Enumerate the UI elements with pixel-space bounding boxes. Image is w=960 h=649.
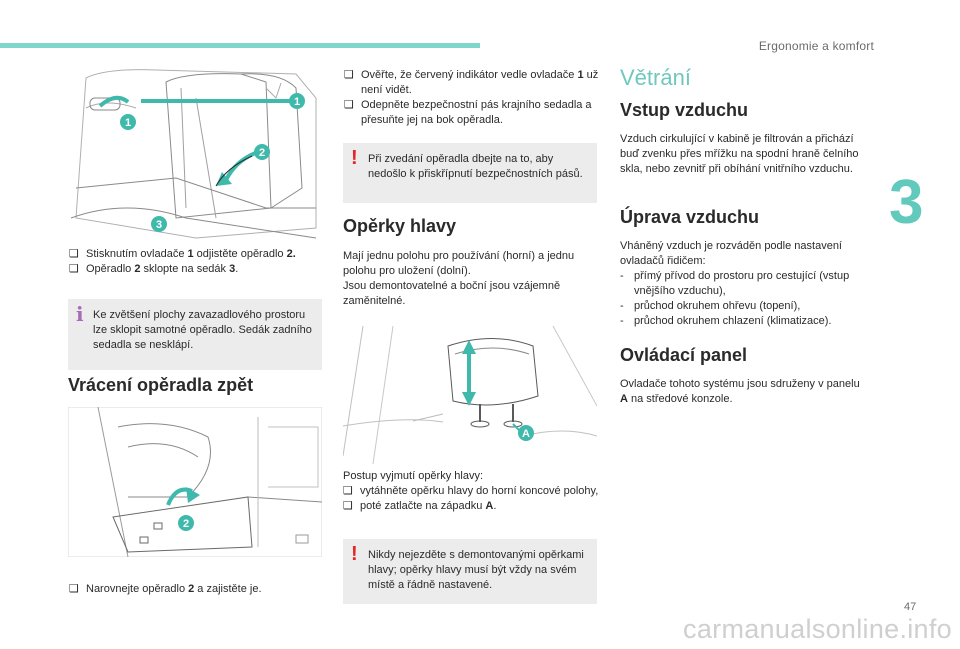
heading-headrests: Opěrky hlavy bbox=[343, 216, 457, 236]
headrest-procedure: Postup vyjmutí opěrky hlavy: ❑ vytáhněte… bbox=[343, 470, 599, 512]
heading-air-intake: Vstup vzduchu bbox=[620, 100, 749, 120]
svg-text:1: 1 bbox=[125, 117, 131, 129]
step-item: ❑ vytáhněte opěrku hlavy do horní koncov… bbox=[343, 485, 599, 497]
figure-rear-seat-fold: 1 1 2 3 bbox=[66, 68, 322, 240]
step-item: ❑ Ověřte, že červený indikátor vedle ovl… bbox=[344, 69, 599, 96]
header-accent-bar bbox=[0, 43, 480, 48]
svg-text:2: 2 bbox=[183, 518, 189, 530]
steps-verify: ❑ Ověřte, že červený indikátor vedle ovl… bbox=[344, 68, 600, 128]
figure-headrest: A bbox=[343, 326, 597, 464]
figure-seat-return: 2 bbox=[68, 407, 322, 557]
steps-unlock: ❑ Stisknutím ovladače 1 odjistěte opěrad… bbox=[69, 247, 325, 277]
step-item: ❑ Odepněte bezpečnostní pás krajního sed… bbox=[344, 99, 592, 126]
svg-text:1: 1 bbox=[294, 96, 300, 108]
info-note: i Ke zvětšení plochy zavazadlového prost… bbox=[68, 299, 322, 370]
checkbox-icon: ❑ bbox=[69, 263, 79, 275]
callout-2: 2 bbox=[178, 515, 194, 531]
checkbox-icon: ❑ bbox=[343, 485, 353, 497]
callout-3: 3 bbox=[151, 216, 167, 232]
page-number: 47 bbox=[904, 601, 917, 613]
air-treatment-text: Vháněný vzduch je rozváděn podle nastave… bbox=[620, 239, 880, 329]
callout-1a: 1 bbox=[289, 93, 305, 109]
list-item: -průchod okruhem chlazení (klimatizace). bbox=[620, 315, 832, 327]
chapter-number: 3 bbox=[889, 168, 924, 237]
step-item: ❑ Stisknutím ovladače 1 odjistěte opěrad… bbox=[69, 248, 296, 260]
warning-note-belts: ! Při zvedání opěradla dbejte na to, aby… bbox=[343, 143, 597, 203]
step-item: ❑ Opěradlo 2 sklopte na sedák 3. bbox=[69, 263, 239, 275]
checkbox-icon: ❑ bbox=[69, 248, 79, 260]
checkbox-icon: ❑ bbox=[344, 69, 354, 81]
air-intake-text: Vzduch cirkulující v kabině je filtrován… bbox=[620, 133, 859, 175]
callout-1b: 1 bbox=[120, 114, 136, 130]
heading-control-panel: Ovládací panel bbox=[620, 345, 748, 365]
warning-icon: ! bbox=[351, 543, 358, 565]
step-item: ❑ Narovnejte opěradlo 2 a zajistěte je. bbox=[69, 583, 262, 595]
svg-text:2: 2 bbox=[259, 147, 265, 159]
svg-text:A: A bbox=[522, 428, 530, 440]
warning-icon: ! bbox=[351, 147, 358, 169]
section-ventilation: Větrání bbox=[620, 65, 691, 90]
control-panel-text: Ovladače tohoto systému jsou sdruženy v … bbox=[620, 378, 860, 405]
watermark: carmanualsonline.info bbox=[683, 614, 952, 644]
section-title: Ergonomie a komfort bbox=[758, 39, 874, 53]
checkbox-icon: ❑ bbox=[69, 583, 79, 595]
step-return: ❑ Narovnejte opěradlo 2 a zajistěte je. bbox=[69, 582, 325, 597]
info-icon: i bbox=[76, 302, 84, 326]
svg-text:3: 3 bbox=[156, 219, 162, 231]
step-item: ❑ poté zatlačte na západku A. bbox=[343, 500, 497, 512]
checkbox-icon: ❑ bbox=[343, 500, 353, 512]
callout-a: A bbox=[518, 425, 534, 441]
checkbox-icon: ❑ bbox=[344, 99, 354, 111]
heading-seat-return: Vrácení opěradla zpět bbox=[68, 375, 254, 395]
heading-air-treatment: Úprava vzduchu bbox=[620, 207, 760, 227]
list-item: -přímý přívod do prostoru pro cestující … bbox=[620, 270, 850, 297]
headrest-description: Mají jednu polohu pro používání (horní) … bbox=[343, 250, 575, 307]
callout-2: 2 bbox=[254, 144, 270, 160]
warning-note-headrests: ! Nikdy nejezděte s demontovanými opěrka… bbox=[343, 539, 597, 604]
list-item: -průchod okruhem ohřevu (topení), bbox=[620, 300, 801, 312]
